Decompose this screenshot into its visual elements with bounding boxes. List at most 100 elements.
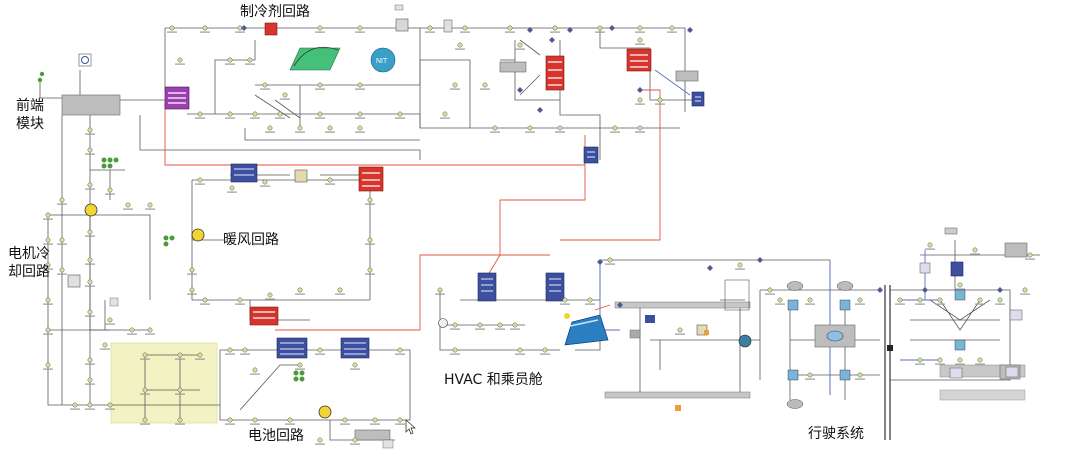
node-caption-mark xyxy=(455,48,465,50)
junction-node xyxy=(352,437,358,443)
node-caption-mark xyxy=(85,133,95,135)
node-caption-mark xyxy=(450,328,460,330)
junction-node xyxy=(45,212,51,218)
node-caption-mark xyxy=(355,31,365,33)
junction-node xyxy=(59,197,65,203)
junction-node xyxy=(327,177,333,183)
node-caption-mark xyxy=(635,43,645,45)
node-caption-mark xyxy=(57,203,67,205)
valve-diamond xyxy=(597,259,603,265)
node-caption-mark xyxy=(225,63,235,65)
junction-node xyxy=(177,352,183,358)
junction-node xyxy=(767,287,773,293)
valve-diamond xyxy=(997,287,1003,293)
node-caption-mark xyxy=(855,378,865,380)
junction-node xyxy=(45,237,51,243)
junction-node xyxy=(169,25,175,31)
junction-node xyxy=(297,125,303,131)
node-caption-mark xyxy=(57,273,67,275)
junction-node xyxy=(957,282,963,288)
junction-node xyxy=(327,125,333,131)
junction-node xyxy=(277,111,283,117)
label-motor-cooling-line-1: 电机冷 xyxy=(8,246,50,262)
junction-node xyxy=(87,257,93,263)
node-caption-mark xyxy=(260,88,270,90)
node-caption-mark xyxy=(85,408,95,410)
node-caption-mark xyxy=(667,31,677,33)
node-caption-mark xyxy=(935,303,945,305)
label-front-module-line-1: 前端 xyxy=(16,97,44,114)
node-caption-mark xyxy=(175,358,185,360)
junction-node xyxy=(317,111,323,117)
junction-node xyxy=(637,37,643,43)
node-caption-mark xyxy=(295,368,305,370)
node-caption-mark xyxy=(655,103,665,105)
node-caption-mark xyxy=(127,333,137,335)
node-caption-mark xyxy=(370,423,380,425)
node-caption-mark xyxy=(355,131,365,133)
node-caption-mark xyxy=(635,31,645,33)
junction-node xyxy=(372,417,378,423)
junction-node xyxy=(957,357,963,363)
node-caption-mark xyxy=(175,393,185,395)
node-caption-mark xyxy=(265,131,275,133)
junction-node xyxy=(367,237,373,243)
node-caption-mark xyxy=(235,303,245,305)
junction-node xyxy=(107,402,113,408)
junction-node xyxy=(102,342,108,348)
node-caption-mark xyxy=(915,363,925,365)
driving-components xyxy=(786,281,966,409)
junction-node xyxy=(557,125,563,131)
node-caption-mark xyxy=(525,131,535,133)
heating-loop xyxy=(191,174,371,321)
node-caption-mark xyxy=(43,243,53,245)
sensor-dots xyxy=(37,71,305,382)
junction-node xyxy=(342,417,348,423)
junction-node xyxy=(177,417,183,423)
node-caption-mark xyxy=(540,353,550,355)
junction-node xyxy=(397,417,403,423)
node-caption-mark xyxy=(975,303,985,305)
node-caption-mark xyxy=(225,117,235,119)
junction-node xyxy=(927,242,933,248)
junction-nodes xyxy=(43,25,1035,445)
gauge-plots: NIT xyxy=(289,46,396,73)
node-caption-mark xyxy=(85,363,95,365)
label-refrigerant-loop: 制冷剂回路 xyxy=(240,4,310,20)
node-caption-mark xyxy=(43,333,53,335)
junction-node xyxy=(87,279,93,285)
node-caption-mark xyxy=(105,323,115,325)
node-caption-mark xyxy=(975,363,985,365)
junction-node xyxy=(397,111,403,117)
node-caption-mark xyxy=(340,423,350,425)
node-caption-mark xyxy=(495,328,505,330)
radiator-icon xyxy=(249,22,652,326)
junction-node xyxy=(977,297,983,303)
junction-node xyxy=(482,82,488,88)
junction-node xyxy=(737,262,743,268)
junction-node xyxy=(262,179,268,185)
vehicle-body-bar-2 xyxy=(939,389,1026,401)
junction-node xyxy=(597,25,603,31)
heat-exchanger-icon xyxy=(230,91,964,359)
node-caption-mark xyxy=(175,423,185,425)
junction-node xyxy=(147,202,153,208)
node-caption-mark xyxy=(105,193,115,195)
component-boxes xyxy=(67,4,1023,449)
junction-node xyxy=(317,347,323,353)
junction-node xyxy=(437,287,443,293)
node-caption-mark xyxy=(355,117,365,119)
junction-node xyxy=(227,347,233,353)
junction-node xyxy=(452,322,458,328)
node-caption-mark xyxy=(200,303,210,305)
valve-diamond xyxy=(687,27,693,33)
node-caption-mark xyxy=(85,153,95,155)
junction-node xyxy=(45,362,51,368)
valve-diamond xyxy=(517,87,523,93)
node-caption-mark xyxy=(85,383,95,385)
junction-node xyxy=(252,111,258,117)
junction-node xyxy=(367,267,373,273)
node-caption-mark xyxy=(935,363,945,365)
label-heating-loop: 暖风回路 xyxy=(223,232,279,248)
